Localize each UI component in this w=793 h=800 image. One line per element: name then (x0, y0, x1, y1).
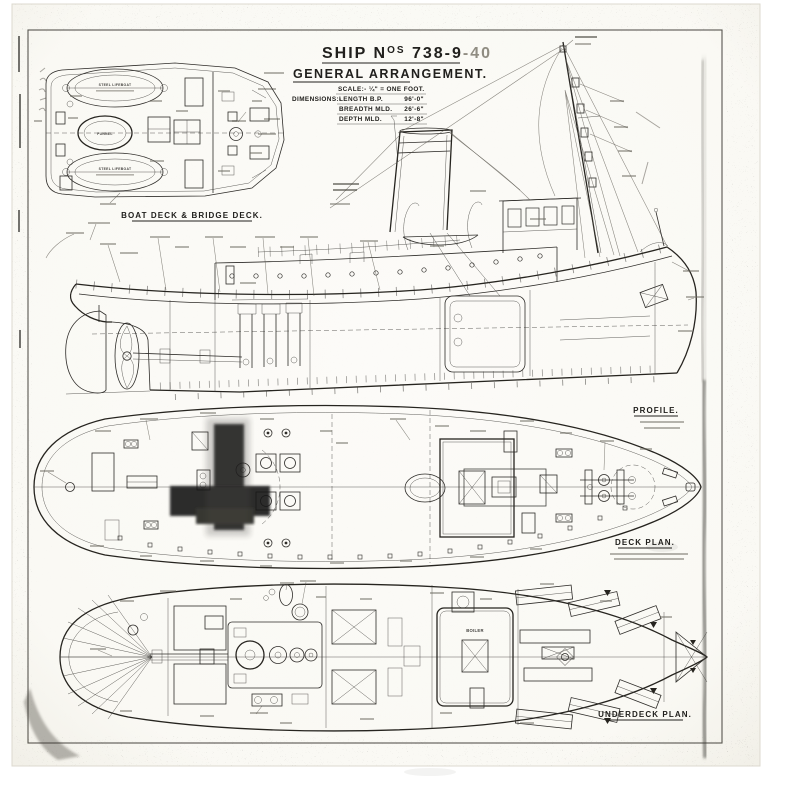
annotations (45, 36, 704, 332)
vent-box (55, 143, 66, 157)
lifeboat-label: STEEL LIFEBOAT (99, 167, 132, 171)
boat-deck-railing (257, 235, 461, 257)
anchor-davit-arc (610, 464, 656, 510)
towing-hook-arc (261, 449, 281, 525)
coal-bunkers (331, 609, 421, 705)
vent-cowl (263, 428, 273, 438)
vent-cowl (263, 538, 273, 548)
stem-chock (685, 482, 696, 492)
svg-text:12'-8": 12'-8" (404, 116, 424, 123)
dimensions-table: DIMENSIONS:- LENGTH B.P. 96'-0" BREADTH … (292, 96, 427, 125)
shafting (150, 648, 228, 665)
hawse-lead (661, 467, 679, 479)
paper-crease-dark (700, 379, 708, 759)
boiler-label: BOILER (466, 628, 484, 633)
svg-text:DEPTH MLD.: DEPTH MLD. (339, 116, 382, 123)
hull-outline (69, 242, 697, 393)
vent-box (55, 111, 66, 125)
dimensions-label: DIMENSIONS:- (292, 96, 342, 103)
bow-fittings (639, 207, 669, 309)
annotations (90, 580, 672, 724)
svg-text:LENGTH B.P.: LENGTH B.P. (339, 96, 383, 103)
crew-ladder (469, 687, 485, 709)
chain-pipe (587, 484, 593, 490)
scale-note: SCALE:- ¼" = ONE FOOT. (338, 85, 425, 93)
cargo-hatch (458, 470, 486, 505)
companion-stairs (184, 77, 204, 189)
stern-frames (60, 594, 153, 720)
general-arrangement-title: GENERAL ARRANGEMENT. (293, 67, 488, 81)
svg-text:96'-0": 96'-0" (404, 96, 424, 103)
aft-fitting (127, 624, 139, 636)
hold-framing (159, 262, 656, 392)
rudder (65, 305, 151, 395)
pencil-scribbles (38, 67, 661, 185)
hawse-lead (661, 495, 679, 507)
vent-cowl (281, 428, 291, 438)
boat-deck-label: BOAT DECK & BRIDGE DECK. (121, 211, 263, 220)
stern-fairlead (65, 482, 75, 492)
stern-bollards (123, 439, 159, 530)
freeing-ports (117, 505, 628, 560)
donkey-boiler (291, 603, 309, 621)
ink-smudge (170, 418, 270, 536)
annotations (40, 412, 652, 567)
corner-curl (24, 688, 80, 760)
scan-artifacts (12, 4, 760, 776)
profile-label: PROFILE. (633, 406, 679, 415)
svg-text:26'-6": 26'-6" (404, 106, 424, 113)
grating (104, 519, 120, 541)
engine-casing-box (147, 116, 171, 143)
funnel-plan: FUNNEL (77, 115, 133, 151)
title-block: SHIP NOS 738-9-40 GENERAL ARRANGEMENT. S… (258, 45, 492, 135)
propeller (114, 322, 140, 390)
wheelhouse (498, 197, 582, 253)
galley-house (463, 468, 547, 507)
edge-speckle (12, 4, 758, 766)
funnel-label: FUNNEL (97, 132, 113, 136)
ship-number-title: SHIP NOS 738-9-40 (322, 45, 492, 62)
condenser-pumps (251, 693, 309, 707)
dimension-row: DEPTH MLD. 12'-8" (337, 116, 427, 125)
left-edge-marks (18, 36, 21, 348)
auxiliary-unit (204, 615, 224, 630)
stern-grating (91, 452, 115, 492)
main-engine-plan (227, 621, 323, 689)
underdeck-plan-view: BOILER (59, 580, 708, 732)
bridge-deck-outline (45, 62, 285, 198)
boiler-plan: BOILER (436, 607, 514, 707)
mast-step (561, 653, 569, 661)
dimension-row: BREADTH MLD. 26'-6" (337, 106, 427, 115)
deck-outline (33, 404, 702, 570)
midship-deckhouse (439, 438, 515, 538)
boiler-elevation (429, 232, 526, 373)
bow-bollards (555, 448, 573, 523)
annotations (34, 90, 262, 205)
deck-plan-label: DECK PLAN. (615, 538, 675, 547)
lifeboat-port: STEEL LIFEBOAT (62, 68, 168, 108)
deck-stairs (503, 430, 536, 534)
vent-cowl (281, 538, 291, 548)
boat-deck-bridge-deck-plan: STEEL LIFEBOAT STEEL LIFEBOAT FUNNEL (34, 62, 285, 222)
svg-text:BREADTH MLD.: BREADTH MLD. (339, 106, 392, 113)
dimension-row: LENGTH B.P. 96'-0" (337, 96, 427, 105)
lifeboat-starboard: STEEL LIFEBOAT (62, 152, 168, 192)
underdeck-plan-label: UNDERDECK PLAN. (598, 710, 692, 719)
profile-view: PROFILE. (45, 36, 704, 429)
companion-fwd (539, 474, 558, 494)
drawing-border (27, 29, 723, 744)
engine-room-elevation (231, 298, 309, 368)
wc-store (451, 591, 475, 613)
lifeboat-label: STEEL LIFEBOAT (99, 83, 132, 87)
funnel-base-plan (263, 584, 293, 606)
crew-berths (514, 584, 662, 730)
bulkheads (167, 585, 665, 729)
anchor-windlass (580, 469, 636, 505)
deck-plan-view: DECK PLAN. (33, 404, 702, 570)
